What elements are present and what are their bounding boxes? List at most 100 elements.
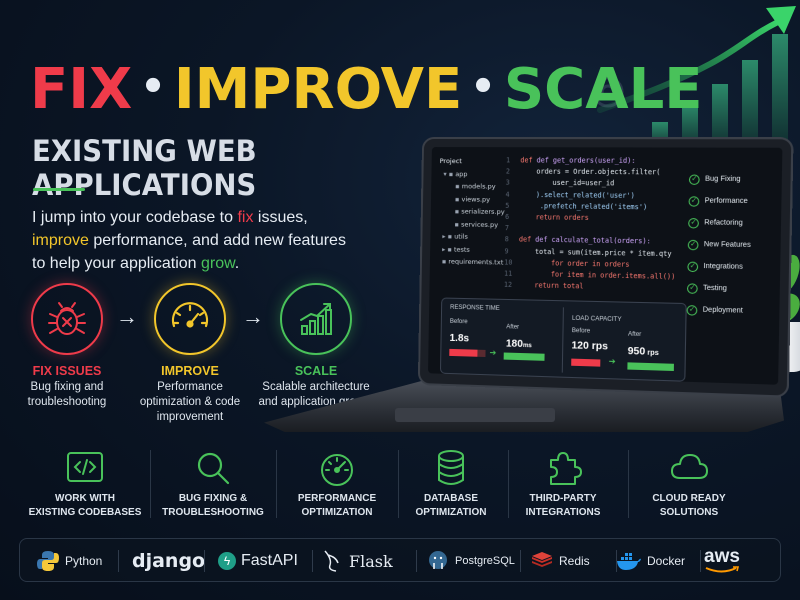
service-integrations: THIRD-PARTY INTEGRATIONS <box>500 444 626 528</box>
tech-postgresql: PostgreSQL <box>426 539 515 583</box>
aws-logo-text: aws <box>704 546 740 567</box>
django-logo-text: django <box>132 550 206 572</box>
folder-item[interactable]: ▸ ▪ tests <box>438 243 504 257</box>
step-arrow-icon: → <box>242 304 264 329</box>
service-label: DATABASE OPTIMIZATION <box>415 493 487 518</box>
service-label: PERFORMANCE OPTIMIZATION <box>297 493 377 518</box>
tech-divider <box>520 550 521 572</box>
checklist-label: Deployment <box>702 306 743 315</box>
headline-scale: SCALE <box>503 57 703 122</box>
checklist-label: Performance <box>704 197 748 206</box>
service-divider <box>398 450 399 518</box>
file-item[interactable]: ▪ models.py <box>439 180 505 193</box>
intro-part: I jump into your codebase to <box>32 209 238 226</box>
service-label: THIRD-PARTY INTEGRATIONS <box>525 493 601 518</box>
tech-python: Python <box>36 539 102 583</box>
fastapi-logo-icon: ϟ <box>218 552 236 570</box>
puzzle-icon <box>550 452 582 485</box>
arrow-right-icon: ➔ <box>489 348 497 358</box>
intro-text: I jump into your codebase to fix issues,… <box>32 206 362 275</box>
postgresql-logo-icon <box>429 551 447 569</box>
load-before-bar <box>571 358 601 367</box>
headline-improve: IMPROVE <box>173 57 463 122</box>
file-item[interactable]: ▪ requirements.txt <box>438 255 504 269</box>
intro-improve-keyword: improve <box>32 232 89 249</box>
folder-item[interactable]: ▾ ▪ app <box>439 168 505 181</box>
tech-aws: aws <box>704 539 740 583</box>
checklist-item: ✓Performance <box>688 190 751 212</box>
tech-divider <box>416 550 417 572</box>
file-item[interactable]: ▪ serializers.py <box>439 205 505 218</box>
python-logo-icon <box>37 551 59 571</box>
service-performance: PERFORMANCE OPTIMIZATION <box>274 444 400 528</box>
tech-label: PostgreSQL <box>455 555 515 567</box>
step-arrow-icon: → <box>116 304 138 329</box>
step-title-fix: FIX ISSUES <box>32 364 102 378</box>
file-label: services.py <box>460 219 499 229</box>
file-tree: Project ▾ ▪ app ▪ models.py ▪ views.py ▪… <box>438 155 506 269</box>
file-item[interactable]: ▪ views.py <box>439 193 505 206</box>
response-after-value: 180ms <box>506 338 532 350</box>
file-item[interactable]: ▪ services.py <box>438 218 504 231</box>
load-after-number: 950 <box>627 345 646 358</box>
headline: FIX•IMPROVE•SCALE <box>30 52 703 122</box>
speedometer-icon <box>321 454 353 486</box>
bug-icon <box>31 283 103 355</box>
flask-logo-icon <box>324 550 339 572</box>
load-after-bar <box>627 362 674 372</box>
checklist-label: Integrations <box>703 262 743 271</box>
accent-divider <box>33 188 85 191</box>
docker-whale-icon <box>617 553 641 570</box>
headline-dot: • <box>470 64 496 110</box>
checklist-label: New Features <box>703 241 751 250</box>
headline-fix: FIX <box>30 57 133 122</box>
file-label: views.py <box>461 194 491 204</box>
load-before-value: 120 rps <box>571 340 609 353</box>
step-title-scale: SCALE <box>294 364 338 378</box>
cloud-icon <box>671 454 708 479</box>
check-circle-icon: ✓ <box>688 173 700 185</box>
file-tree-root[interactable]: Project <box>439 157 462 166</box>
services-row: WORK WITH EXISTING CODEBASES BUG FIXING … <box>22 444 782 528</box>
subhead: EXISTING WEB APPLICATIONS <box>32 134 257 202</box>
tech-redis: Redis <box>530 539 590 583</box>
folder-icon: ▸ ▪ <box>442 244 454 254</box>
response-after-unit: ms <box>522 342 532 350</box>
service-divider <box>508 450 509 518</box>
check-circle-icon: ✓ <box>688 217 699 229</box>
checklist-item: ✓ Testing <box>686 277 750 300</box>
checklist-label: Refactoring <box>704 219 743 227</box>
tech-stack-bar: Python django ϟ FastAPI Flask PostgreSQL… <box>19 538 781 582</box>
tech-label: Docker <box>647 554 686 568</box>
check-circle-icon: ✓ <box>686 304 698 316</box>
tech-divider <box>312 550 313 572</box>
code-editor: Project ▾ ▪ app ▪ models.py ▪ views.py ▪… <box>427 147 783 385</box>
speedometer-icon <box>154 283 226 355</box>
folder-icon: ▾ ▪ <box>443 169 456 178</box>
checklist-item: ✓New Features <box>687 234 751 257</box>
response-after-bar <box>503 352 545 361</box>
file-label: models.py <box>461 182 496 191</box>
tech-divider <box>118 550 119 572</box>
headline-dot: • <box>140 64 166 110</box>
intro-grow-keyword: grow <box>201 255 235 272</box>
before-label: Before <box>449 318 468 326</box>
checklist-item: ✓ Refactoring <box>688 212 751 235</box>
after-label: After <box>506 324 520 331</box>
code-line: 3 user_id=user_id <box>505 178 615 188</box>
service-divider <box>276 450 277 518</box>
service-label: BUG FIXING & TROUBLESHOOTING <box>162 493 264 518</box>
growth-chart-icon <box>280 283 352 355</box>
checklist-label: Testing <box>702 284 727 293</box>
after-label: After <box>627 331 642 339</box>
code-icon <box>67 452 103 482</box>
response-after-number: 180 <box>505 338 524 351</box>
file-label: requirements.txt <box>448 257 504 267</box>
folder-item[interactable]: ▸ ▪ utils <box>438 230 504 244</box>
checklist-label: Bug Fixing <box>704 175 741 184</box>
arrow-right-icon: ➔ <box>608 356 616 367</box>
check-circle-icon: ✓ <box>686 282 698 294</box>
before-label: Before <box>571 327 591 335</box>
